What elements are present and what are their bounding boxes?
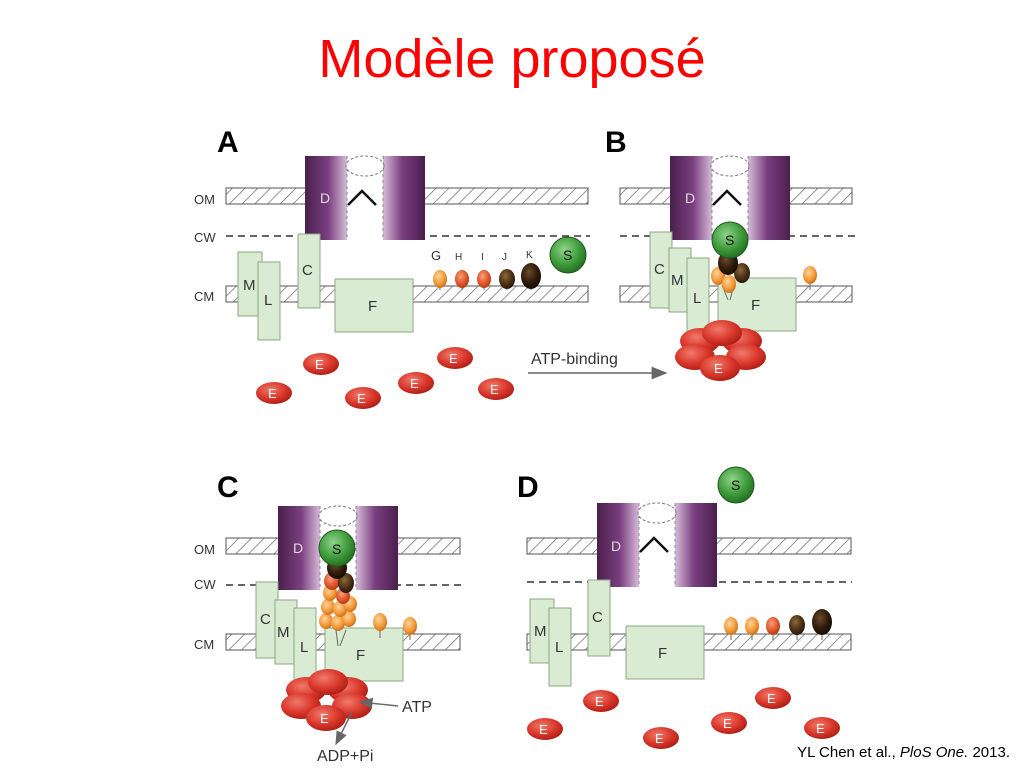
protein-c	[587, 579, 611, 657]
protein-s-label: S	[332, 541, 341, 557]
protein-f	[625, 625, 705, 680]
svg-text:E: E	[595, 694, 604, 709]
protein-d-label: D	[685, 190, 695, 206]
protein-c-label: C	[260, 611, 271, 628]
bead-g	[433, 270, 447, 288]
protein-l-label: L	[555, 639, 563, 656]
protein-f-label: F	[368, 298, 377, 315]
svg-text:E: E	[816, 721, 825, 736]
panel-b: B D C M L F	[605, 126, 855, 381]
protein-s	[549, 236, 587, 274]
svg-text:E: E	[268, 386, 277, 401]
protein-f	[334, 278, 414, 333]
protein-c	[297, 233, 321, 309]
pilin-beads	[724, 609, 832, 640]
svg-text:E: E	[723, 716, 732, 731]
svg-text:E: E	[767, 691, 776, 706]
atp-binding-label: ATP-binding	[531, 351, 618, 368]
protein-j-label: J	[502, 252, 507, 263]
citation-authors: YL Chen et al.,	[797, 744, 900, 761]
pilus-bead-stack	[319, 557, 417, 647]
protein-s-label: S	[731, 477, 740, 493]
cm-label: CM	[194, 637, 214, 652]
protein-l-label: L	[264, 292, 272, 309]
protein-k-label: K	[526, 250, 533, 261]
protein-m-label: M	[534, 623, 547, 640]
protein-s	[717, 466, 755, 504]
bead-j	[499, 269, 515, 289]
protein-m-label: M	[243, 277, 256, 294]
protein-d-channel: D	[305, 155, 425, 240]
svg-text:E: E	[655, 731, 664, 746]
protein-s-label: S	[725, 232, 734, 248]
pilin-bead-cluster	[711, 251, 817, 301]
cw-label: CW	[194, 230, 216, 245]
protein-d-channel: D	[670, 155, 790, 240]
pilin-beads	[433, 263, 541, 290]
protein-f-label: F	[751, 297, 760, 314]
protein-l	[257, 261, 281, 341]
protein-h-label: H	[455, 252, 462, 263]
e-molecules: E E E E E E	[256, 347, 514, 409]
protein-c-label: C	[654, 261, 665, 278]
panel-c-letter: C	[217, 471, 239, 504]
e-hexamer: E	[675, 320, 766, 381]
atp-label: ATP	[402, 699, 432, 716]
protein-d-label: D	[611, 538, 621, 554]
protein-d-label: D	[293, 540, 303, 556]
e-hexamer: E	[281, 669, 372, 731]
protein-l-label: L	[300, 639, 308, 656]
svg-text:E: E	[490, 382, 499, 397]
panel-c: C OM CW CM D C M L F	[194, 471, 462, 765]
bead-k	[521, 263, 541, 289]
adp-label: ADP+Pi	[317, 748, 373, 765]
panel-d: D D S M L C F	[517, 466, 852, 749]
protein-s	[711, 221, 749, 259]
svg-text:E: E	[357, 391, 366, 406]
slide-title: Modèle proposé	[318, 29, 706, 89]
protein-c-label: C	[302, 262, 313, 279]
panel-a: A OM CW CM D M L C F G H I J K	[194, 126, 668, 409]
svg-text:E: E	[714, 361, 723, 376]
panel-b-letter: B	[605, 126, 627, 159]
citation-journal: PloS One.	[899, 744, 969, 761]
protein-s-label: S	[563, 247, 572, 263]
protein-i-label: I	[481, 252, 484, 263]
om-label: OM	[194, 192, 215, 207]
protein-f-label: F	[356, 647, 365, 664]
svg-text:E: E	[315, 357, 324, 372]
e-molecules: E E E E E E	[527, 687, 840, 749]
svg-text:E: E	[320, 711, 329, 726]
bead-i	[477, 270, 491, 288]
citation-year: 2013.	[968, 744, 1010, 761]
svg-text:E: E	[410, 376, 419, 391]
citation: YL Chen et al., PloS One. 2013.	[797, 744, 1010, 761]
bead-h	[455, 270, 469, 288]
panel-d-letter: D	[517, 471, 539, 504]
protein-d-channel: D	[597, 502, 717, 587]
cm-label: CM	[194, 289, 214, 304]
adp-arrow	[335, 711, 353, 746]
svg-text:E: E	[539, 722, 548, 737]
protein-d-label: D	[320, 190, 330, 206]
protein-s	[318, 529, 356, 567]
protein-g-label: G	[431, 248, 441, 263]
svg-text:E: E	[449, 351, 458, 366]
protein-l	[548, 607, 572, 687]
protein-f-label: F	[658, 645, 667, 662]
protein-m-label: M	[277, 624, 290, 641]
protein-c-label: C	[592, 609, 603, 626]
panel-a-letter: A	[217, 126, 239, 159]
cw-label: CW	[194, 577, 216, 592]
protein-l-label: L	[693, 290, 701, 307]
protein-m-label: M	[671, 272, 684, 289]
om-label: OM	[194, 542, 215, 557]
atp-arrow	[358, 697, 399, 709]
